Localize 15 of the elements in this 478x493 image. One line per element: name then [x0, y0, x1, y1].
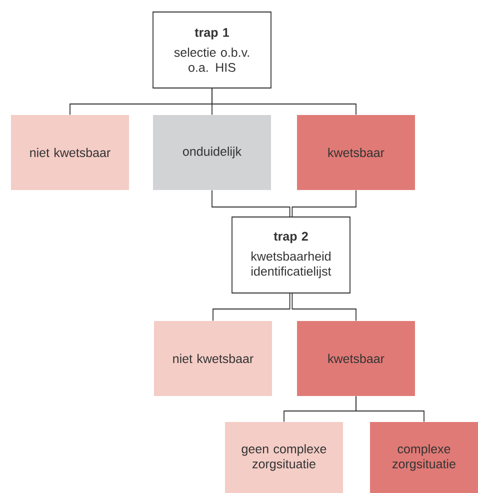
step-box: trap 1 selectie o.b.v. o.a. HIS — [152, 12, 272, 88]
connector-line — [212, 190, 290, 217]
connector-line — [212, 88, 356, 116]
outcome-box: niet kwetsbaar — [154, 321, 272, 396]
outcome-box: onduidelijk — [153, 115, 271, 190]
connector-line — [212, 293, 290, 322]
outcome-box: niet kwetsbaar — [11, 115, 129, 190]
outcome-box: kwetsbaar — [297, 115, 415, 190]
connector-line — [356, 396, 424, 422]
connector-line — [292, 293, 356, 322]
outcome-box: complexe zorgsituatie — [370, 422, 478, 493]
outcome-box: kwetsbaar — [297, 321, 415, 396]
outcome-box: geen complexe zorgsituatie — [225, 422, 343, 493]
connector-line — [292, 190, 356, 217]
step-box: trap 2 kwetsbaarheid identificatielijst — [232, 216, 350, 294]
